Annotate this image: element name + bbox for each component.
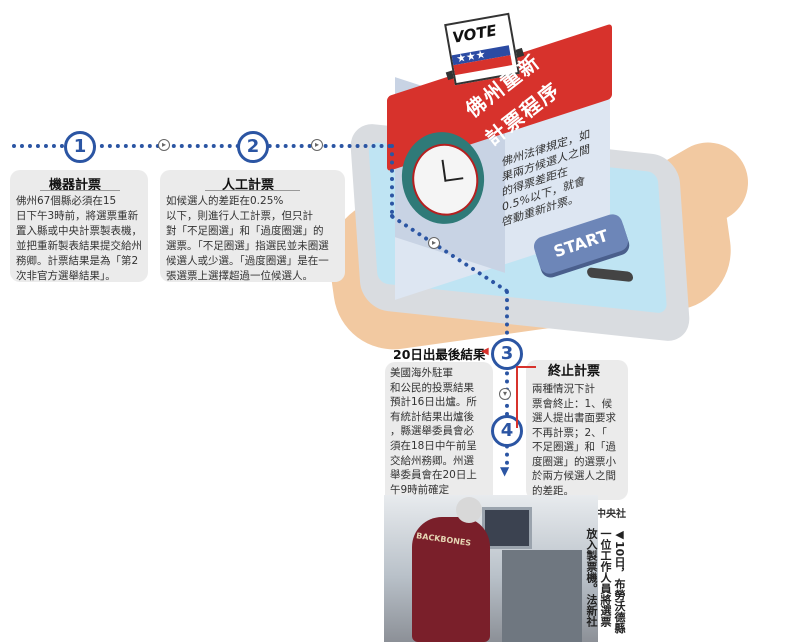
- flow-line-down: [390, 144, 394, 214]
- step-3-title: 20日出最後結果: [393, 347, 486, 362]
- photo-machine: [502, 550, 582, 642]
- flow-arrow-icon: ▸: [311, 139, 323, 151]
- step-4-connector: [516, 366, 536, 428]
- step-4-title: 終止計票: [548, 364, 601, 379]
- flow-end-arrow-icon: ▼: [500, 464, 510, 478]
- clock-face: [407, 139, 483, 220]
- step-1-card: [10, 170, 148, 282]
- step-1-title-underline: [40, 190, 120, 191]
- flow-line-right: [505, 290, 509, 465]
- photo-caption-col2: 一位工作人員將選票: [599, 528, 612, 627]
- flow-arrow-icon: ▸: [428, 237, 440, 249]
- flow-line-diag: [390, 214, 395, 218]
- vote-label: VOTE: [451, 21, 499, 47]
- flow-arrow-icon: ▾: [499, 388, 511, 400]
- step-2-title: 人工計票: [222, 178, 275, 193]
- flow-line-top: [12, 144, 392, 148]
- step-3-pointer-icon: ◀: [481, 346, 489, 357]
- step-3-body: 美國海外駐軍 和公民的投票結果 預計16日出爐。所 有統計結果出爐後 ，縣選舉委…: [390, 367, 477, 510]
- step-4-body: 兩種情況下計 票會終止：1、候 選人提出書面要求 不再計票；2、「 不足圈選」和…: [532, 383, 616, 497]
- step-3-badge: 3: [491, 338, 523, 370]
- flow-arrow-icon: ▸: [158, 139, 170, 151]
- photo-caption-col3: 放入製票機。法新社: [585, 528, 598, 627]
- step-2-title-underline: [205, 190, 300, 191]
- photo-worker: [412, 517, 490, 642]
- step-1-body: 佛州67個縣必須在15 日下午3時前，將選票重新 置入縣或中央計票製表機， 並把…: [16, 195, 142, 282]
- news-photo: BACKBONES: [384, 495, 598, 642]
- step-1-badge: 1: [64, 131, 96, 163]
- step-3-card: [385, 362, 493, 512]
- step-1-title: 機器計票: [49, 178, 102, 193]
- step-2-badge: 2: [237, 131, 269, 163]
- clock-hand: [445, 177, 464, 182]
- step-2-body: 如候選人的差距在0.25% 以下，則進行人工計票，但只計 對「不足圈選」和「過度…: [166, 195, 329, 282]
- step-2-card: [160, 170, 345, 282]
- step-4-card: [526, 360, 628, 500]
- photo-caption-col1: ◀10日，布勞沃德縣: [613, 528, 626, 634]
- photo-worker-head: [456, 497, 482, 523]
